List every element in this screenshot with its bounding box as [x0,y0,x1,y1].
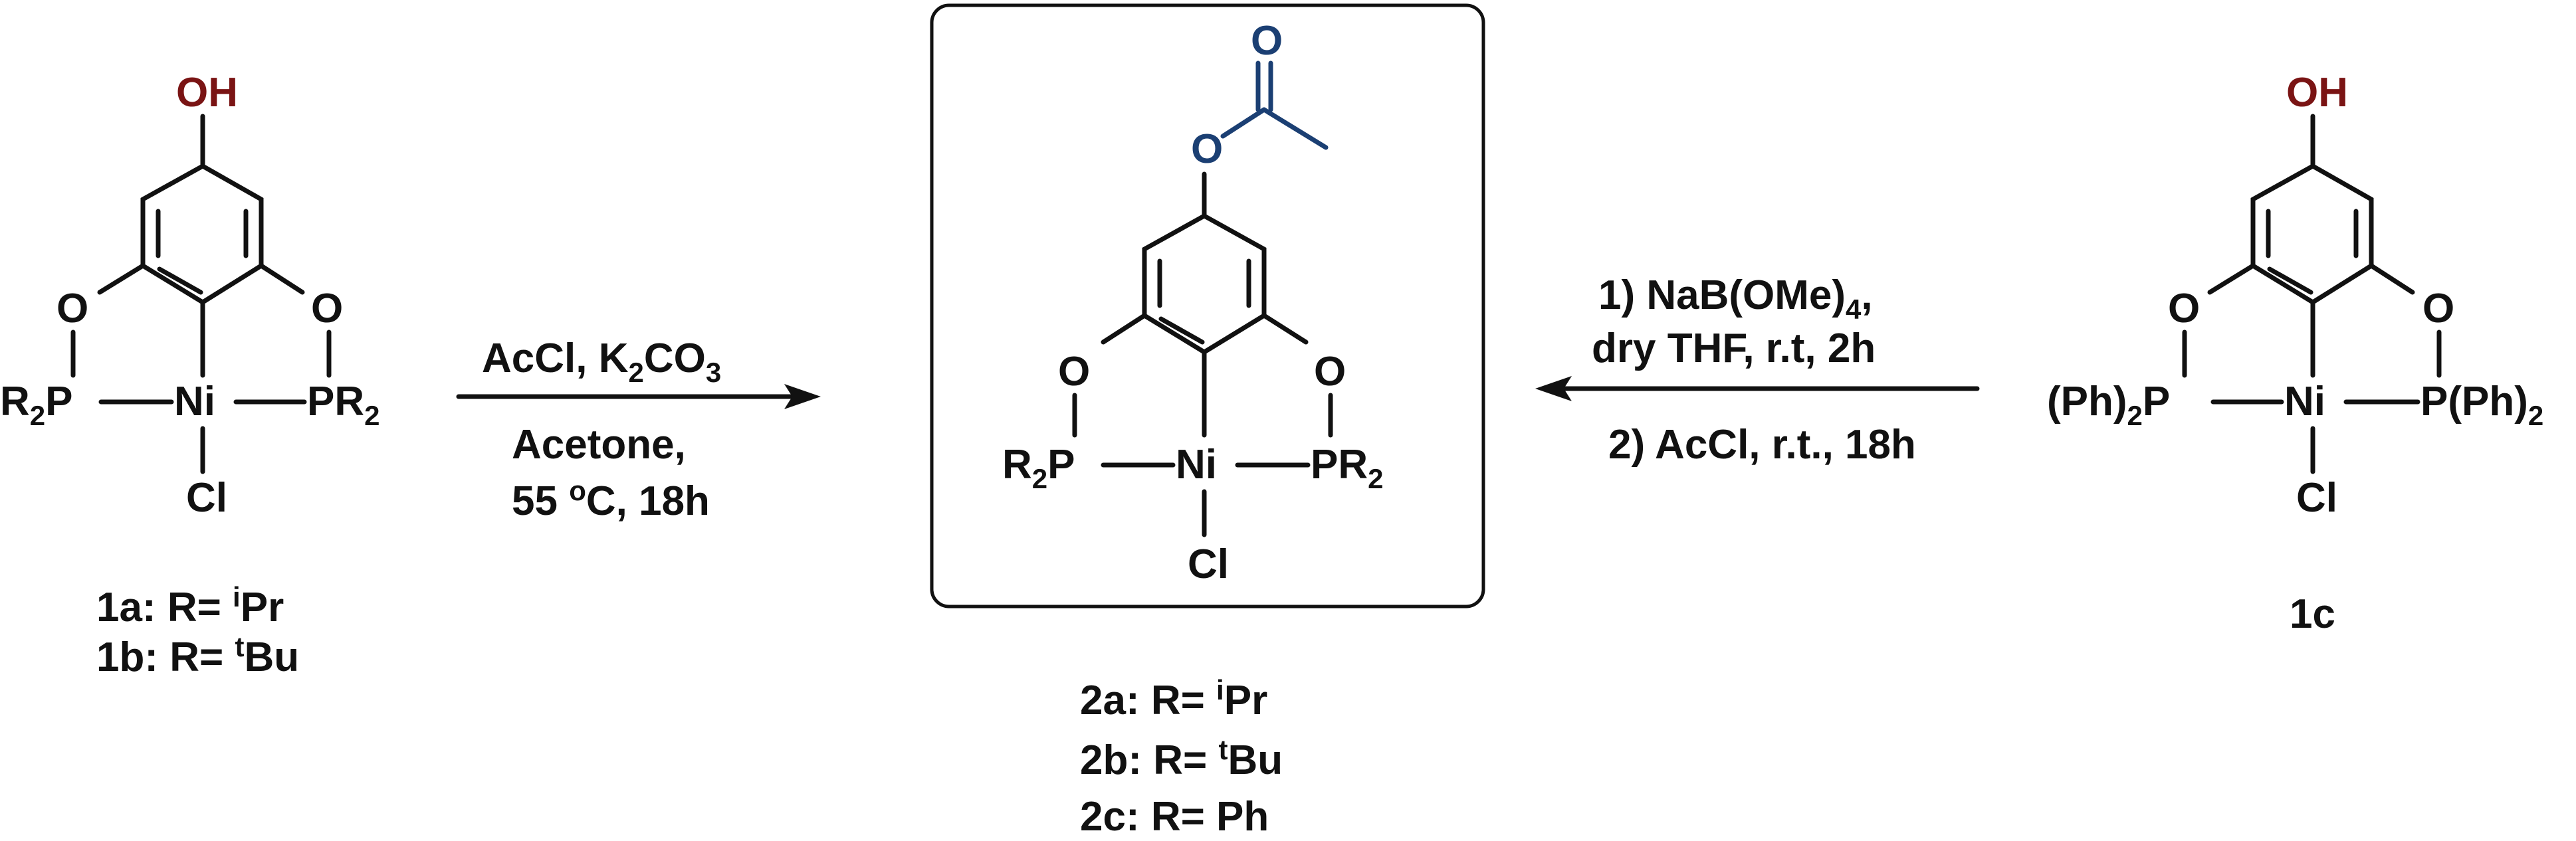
bond-ring-o [2207,263,2256,295]
label-1a: 1a: R= iPr [96,581,284,630]
label-2b: 2b: R= tBu [1080,734,1283,783]
hydroxyl-label: OH [176,70,238,116]
ester-oxygen-label: O [1191,126,1223,172]
oxygen-label: O [311,286,343,331]
nickel-label: Ni [2284,379,2325,424]
reagent-line-1: 1) NaB(OMe)4, [1598,272,1873,325]
forward-reaction-conditions: AcCl, K2CO3 Acetone, 55 oC, 18h [456,335,821,524]
bond-ring-o [1261,313,1309,345]
reverse-arrowhead [1535,376,1572,401]
nickel-label: Ni [174,379,215,424]
oxygen-label: O [1058,349,1090,395]
chloride-label: Cl [186,475,227,521]
reagent-line-3: 2) AcCl, r.t., 18h [1608,422,1916,468]
label-2c: 2c: R= Ph [1080,794,1269,840]
ring-double-bond [157,266,203,295]
chloride-label: Cl [2296,475,2337,521]
reagent-line-2: dry THF, r.t, 2h [1592,326,1876,371]
oxygen-label: O [1314,349,1346,395]
temperature-line: 55 oC, 18h [512,475,710,524]
oxygen-label: O [56,286,88,331]
bond-ring-o [2369,263,2415,295]
bond-c-o-ester [1220,107,1267,139]
reagent-line-1: AcCl, K2CO3 [482,335,721,388]
nickel-label: Ni [1176,442,1217,488]
benzene-ring [140,163,264,306]
chloride-label: Cl [1188,541,1229,587]
label-2a: 2a: R= iPr [1080,674,1267,723]
benzene-ring [1142,213,1267,355]
phosphine-right: PR2 [1311,442,1384,494]
carbonyl-oxygen-label: O [1251,18,1283,64]
forward-arrowhead [784,384,821,409]
compound-2: O O O O R2P Ni PR2 Cl [1002,18,1384,587]
product-box [930,3,1485,608]
hydroxyl-label: OH [2286,70,2348,116]
label-1b: 1b: R= tBu [96,631,299,680]
oxygen-label: O [2422,286,2454,331]
oxygen-label: O [2168,286,2200,331]
compound-1ab: OH O O R2P Ni PR2 Cl [0,70,380,521]
ring-double-bond [2267,266,2313,295]
benzene-ring [2250,163,2374,306]
phosphine-right: P(Ph)2 [2420,379,2543,431]
bond-ring-o [1101,313,1147,345]
bond-ring-o [97,263,146,295]
compound-1c: OH O O (Ph)2P Ni P(Ph)2 Cl [2047,70,2543,521]
phosphine-right: PR2 [307,379,380,431]
ring-double-bond [1158,316,1205,345]
phosphine-left: R2P [0,379,73,431]
label-1c: 1c [2290,591,2335,637]
reverse-reaction-conditions: 1) NaB(OMe)4, dry THF, r.t, 2h 2) AcCl, … [1535,272,1980,468]
phosphine-left: R2P [1002,442,1075,494]
phosphine-left: (Ph)2P [2047,379,2170,431]
bond-ring-o [259,263,305,295]
bond-c-methyl [1261,107,1329,150]
solvent-line: Acetone, [512,422,686,468]
